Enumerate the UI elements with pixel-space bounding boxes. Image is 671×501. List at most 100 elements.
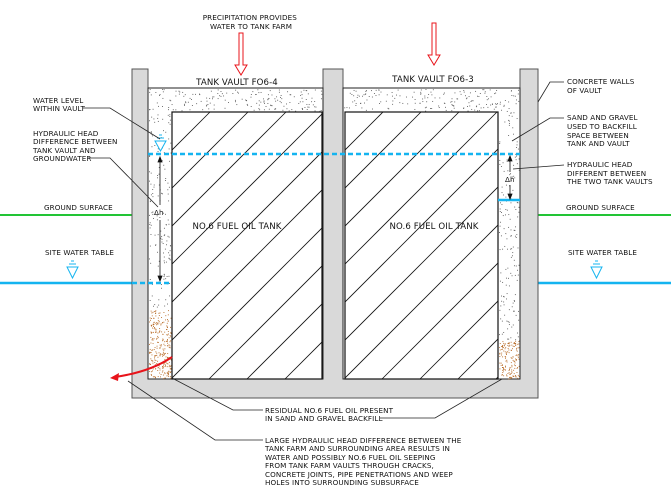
stipple-dot: [236, 104, 238, 106]
stipple-dot: [168, 122, 170, 124]
stipple-dot: [205, 105, 207, 107]
stipple-dot: [425, 106, 427, 108]
stipple-dot: [228, 102, 229, 103]
stipple-dot: [153, 326, 154, 327]
stipple-dot: [518, 365, 520, 367]
stipple-dot: [267, 102, 269, 104]
stipple-dot: [502, 367, 503, 368]
stipple-dot: [150, 332, 152, 334]
delta-h-arrow-left-icon: [157, 155, 163, 283]
stipple-dot: [512, 302, 514, 304]
stipple-dot: [303, 89, 305, 91]
stipple-dot: [161, 344, 162, 346]
stipple-dot: [365, 90, 367, 92]
stipple-dot: [164, 348, 166, 350]
stipple-dot: [471, 100, 473, 102]
stipple-dot: [490, 96, 492, 98]
stipple-dot: [247, 104, 249, 106]
stipple-dot: [165, 319, 167, 321]
stipple-dot: [167, 357, 169, 359]
stipple-dot: [164, 248, 166, 250]
stipple-dot: [152, 214, 154, 215]
stipple-dot: [513, 373, 515, 375]
stipple-dot: [167, 182, 169, 184]
stipple-dot: [454, 101, 456, 103]
stipple-dot: [514, 300, 516, 302]
stipple-dot: [169, 254, 171, 256]
stipple-dot: [161, 241, 163, 243]
stipple-dot: [287, 91, 289, 93]
stipple-dot: [258, 104, 260, 106]
stipple-dot: [256, 102, 258, 104]
stipple-dot: [518, 206, 520, 208]
stipple-dot: [438, 107, 440, 108]
stipple-dot: [505, 360, 507, 362]
stipple-dot: [155, 351, 157, 353]
stipple-dot: [159, 328, 161, 330]
stipple-dot: [420, 93, 421, 95]
stipple-dot: [483, 89, 485, 91]
stipple-dot: [217, 89, 219, 91]
stipple-dot: [250, 94, 252, 95]
stipple-dot: [500, 166, 502, 167]
stipple-dot: [170, 331, 172, 333]
stipple-dot: [466, 97, 468, 99]
stipple-dot: [499, 232, 500, 233]
stipple-dot: [501, 374, 503, 375]
stipple-dot: [508, 119, 510, 121]
stipple-dot: [164, 377, 166, 379]
stipple-dot: [501, 192, 503, 194]
stipple-dot: [355, 104, 357, 106]
stipple-dot: [515, 237, 517, 238]
stipple-dot: [149, 279, 151, 281]
stipple-dot: [514, 362, 516, 364]
stipple-dot: [157, 265, 159, 267]
stipple-dot: [153, 324, 155, 326]
stipple-dot: [149, 321, 151, 323]
stipple-dot: [168, 373, 170, 375]
stipple-dot: [165, 224, 167, 226]
stipple-dot: [452, 104, 454, 106]
stipple-dot: [519, 340, 520, 342]
stipple-dot: [499, 249, 501, 251]
vault-title-left: TANK VAULT FO6-4: [195, 78, 278, 88]
stipple-dot: [155, 360, 157, 362]
stipple-dot: [486, 99, 488, 101]
stipple-dot: [152, 370, 153, 372]
stipple-dot: [501, 352, 503, 354]
delta-h-right: Δh: [505, 175, 515, 184]
stipple-dot: [515, 314, 517, 316]
hatch-line: [172, 227, 322, 379]
stipple-dot: [189, 109, 191, 111]
stipple-dot: [168, 371, 170, 373]
stipple-dot: [208, 108, 210, 110]
stipple-dot: [157, 317, 159, 319]
stipple-dot: [163, 152, 165, 154]
stipple-dot: [159, 347, 161, 349]
stipple-dot: [163, 227, 165, 229]
stipple-dot: [163, 321, 165, 323]
stipple-dot: [443, 102, 445, 104]
stipple-dot: [149, 343, 150, 345]
stipple-dot: [153, 184, 155, 186]
stipple-dot: [183, 95, 185, 97]
stipple-dot: [506, 293, 508, 295]
stipple-dot: [518, 341, 520, 343]
stipple-dot: [149, 214, 150, 216]
stipple-dot: [500, 305, 502, 307]
stipple-dot: [516, 99, 517, 101]
stipple-dot: [150, 194, 152, 196]
stipple-dot: [150, 224, 152, 226]
stipple-dot: [164, 305, 166, 307]
stipple-dot: [149, 155, 151, 157]
stipple-dot: [352, 101, 354, 103]
stipple-dot: [153, 317, 155, 319]
stipple-dot: [155, 376, 156, 378]
stipple-dot: [156, 337, 158, 339]
stipple-dot: [150, 373, 152, 375]
stipple-dot: [159, 369, 161, 371]
stipple-dot: [516, 279, 518, 281]
stipple-dot: [503, 304, 505, 306]
stipple-dot: [508, 277, 509, 279]
stipple-dot: [439, 97, 441, 99]
